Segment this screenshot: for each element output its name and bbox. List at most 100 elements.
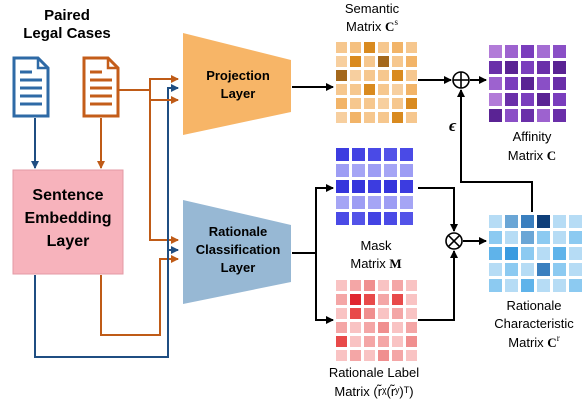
matrix-cell <box>537 231 550 244</box>
matrix-cell <box>350 98 361 109</box>
matrix-cell <box>406 280 417 291</box>
epsilon-label: ϵ <box>449 116 457 135</box>
matrix-cell <box>553 231 566 244</box>
sentence-layer-line-1: Sentence <box>32 187 103 204</box>
matrix-cell <box>537 93 550 106</box>
matrix-cell <box>364 280 375 291</box>
matrix-cell <box>400 180 413 193</box>
matrix-cell <box>537 215 550 228</box>
matrix-cell <box>505 93 518 106</box>
matrix-cell <box>392 84 403 95</box>
matrix-cell <box>505 109 518 122</box>
arrow-blue-to-projection <box>134 90 178 104</box>
rationale-layer-line-1: Rationale <box>209 224 268 239</box>
arrow-blue-from-sentence <box>34 84 179 358</box>
matrix-cell <box>537 263 550 276</box>
matrix-cell <box>350 322 361 333</box>
rationale-characteristic-matrix <box>489 215 582 292</box>
matrix-cell <box>553 93 566 106</box>
matrix-cell <box>553 61 566 74</box>
matrix-cell <box>364 112 375 123</box>
matrix-cell <box>406 322 417 333</box>
matrix-cell <box>521 215 534 228</box>
title-line-1: Paired <box>44 7 90 24</box>
matrix-cell <box>521 109 534 122</box>
matrix-cell <box>406 308 417 319</box>
matrix-cell <box>406 336 417 347</box>
matrix-cell <box>569 231 582 244</box>
matrix-cell <box>569 279 582 292</box>
matrix-cell <box>553 45 566 58</box>
matrix-cell <box>364 98 375 109</box>
matrix-cell <box>352 164 365 177</box>
projection-layer-line-2: Layer <box>221 86 256 101</box>
matrix-cell <box>406 98 417 109</box>
matrix-cell <box>400 164 413 177</box>
matrix-cell <box>489 231 502 244</box>
semantic-label-line-1: Semantic <box>345 1 400 16</box>
matrix-cell <box>521 61 534 74</box>
matrix-cell <box>392 70 403 81</box>
matrix-cell <box>336 196 349 209</box>
matrix-cell <box>336 322 347 333</box>
matrix-cell <box>368 148 381 161</box>
matrix-cell <box>406 84 417 95</box>
matrix-cell <box>336 98 347 109</box>
rationale-char-line-3: Matrix Cr <box>508 333 559 350</box>
matrix-cell <box>384 196 397 209</box>
matrix-cell <box>378 70 389 81</box>
title-line-2: Legal Cases <box>23 25 111 42</box>
matrix-cell <box>378 350 389 361</box>
matrix-cell <box>553 263 566 276</box>
matrix-cell <box>368 180 381 193</box>
matrix-cell <box>553 77 566 90</box>
rationale-layer-line-2: Classification <box>196 242 281 257</box>
matrix-cell <box>336 336 347 347</box>
arrow-orange-to-projection <box>118 75 179 91</box>
matrix-cell <box>537 247 550 260</box>
matrix-cell <box>364 308 375 319</box>
matrix-cell <box>400 212 413 225</box>
matrix-cell <box>392 350 403 361</box>
matrix-cell <box>384 148 397 161</box>
matrix-cell <box>350 280 361 291</box>
matrix-cell <box>350 294 361 305</box>
matrix-cell <box>406 42 417 53</box>
matrix-cell <box>336 180 349 193</box>
matrix-cell <box>352 180 365 193</box>
matrix-cell <box>336 308 347 319</box>
otimes-icon <box>445 232 463 250</box>
matrix-cell <box>336 164 349 177</box>
matrix-cell <box>489 61 502 74</box>
matrix-cell <box>352 196 365 209</box>
matrix-cell <box>368 164 381 177</box>
matrix-cell <box>336 56 347 67</box>
matrix-cell <box>553 215 566 228</box>
matrix-cell <box>521 247 534 260</box>
arrow-orange-from-sentence <box>100 255 179 336</box>
matrix-cell <box>350 308 361 319</box>
matrix-cell <box>392 42 403 53</box>
matrix-cell <box>406 294 417 305</box>
matrix-cell <box>350 112 361 123</box>
matrix-cell <box>336 84 347 95</box>
matrix-cell <box>352 148 365 161</box>
matrix-cell <box>378 56 389 67</box>
affinity-matrix <box>489 45 566 122</box>
matrix-cell <box>569 215 582 228</box>
matrix-cell <box>350 70 361 81</box>
matrix-cell <box>392 322 403 333</box>
matrix-cell <box>521 93 534 106</box>
matrix-cell <box>378 336 389 347</box>
matrix-cell <box>384 180 397 193</box>
matrix-cell <box>378 308 389 319</box>
rationale-char-line-2: Characteristic <box>494 316 574 331</box>
matrix-cell <box>400 148 413 161</box>
matrix-cell <box>489 109 502 122</box>
affinity-label-line-2: Matrix C <box>508 148 556 163</box>
matrix-cell <box>505 231 518 244</box>
arrow-to-mask <box>315 184 334 253</box>
document-icon-blue <box>12 56 50 118</box>
matrix-cell <box>364 42 375 53</box>
